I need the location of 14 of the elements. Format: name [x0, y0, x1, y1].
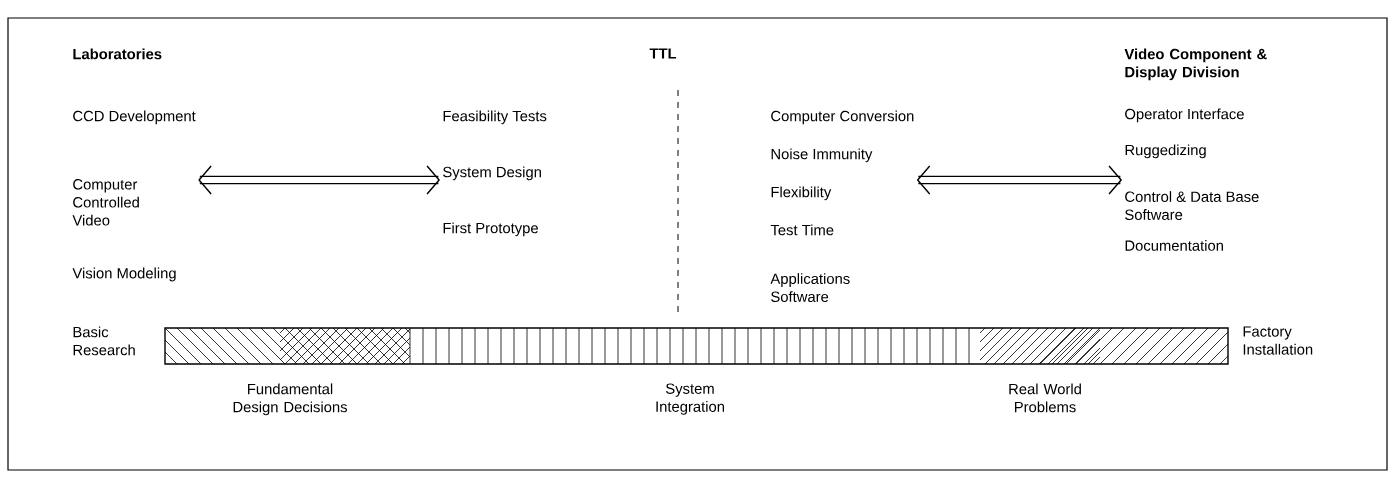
- heading: TTL: [649, 48, 677, 59]
- phase-label: Basic Research: [73, 326, 135, 356]
- heading: Laboratories: [73, 48, 162, 60]
- heading: Video Component & Display Division: [1124, 48, 1267, 81]
- phase-label: Factory Installation: [1243, 326, 1313, 355]
- text-column: Operator Interface Ruggedizing Control & Data Base Software Documentation: [1125, 108, 1259, 251]
- text-column: Feasibility Tests System Design First Prototype: [443, 110, 547, 237]
- double-arrow: [198, 165, 440, 195]
- double-arrow: [916, 165, 1122, 195]
- phase-label: Real World Problems: [1009, 383, 1081, 413]
- text-column: CCD Development Computer Controlled Video Vision Modeling: [72, 110, 196, 282]
- text-column: Computer Conversion Noise Immunity Flexibility Test Time Applications Software: [770, 110, 914, 302]
- phase-label: System Integration: [656, 383, 724, 415]
- phase-label: Fundamental Design Decisions: [233, 383, 347, 416]
